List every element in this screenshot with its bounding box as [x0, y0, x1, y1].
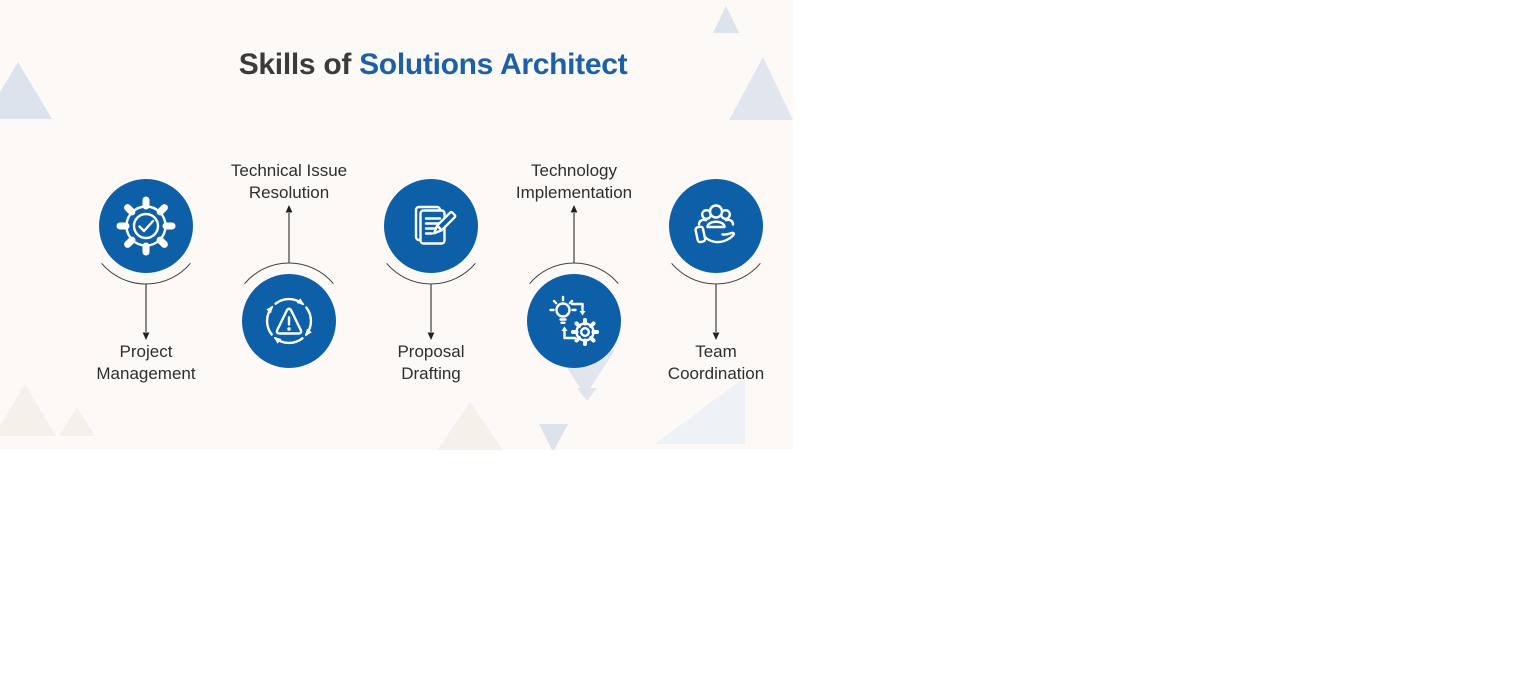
label-line: Team — [695, 342, 737, 361]
arc-project-management — [101, 262, 191, 285]
technical-issue-resolution-circle — [242, 274, 336, 368]
alert-cycle-icon — [265, 297, 313, 345]
document-pencil-icon — [414, 205, 457, 245]
proposal-drafting-circle — [384, 179, 478, 273]
team-coordination-circle — [669, 179, 763, 273]
project-management-circle — [99, 179, 193, 273]
arrowhead-down-icon — [142, 332, 150, 340]
label-line: Implementation — [515, 183, 633, 202]
team-hand-icon — [694, 204, 736, 244]
label-line: Resolution — [248, 183, 330, 202]
decor-triangle — [0, 62, 52, 119]
page-title: Skills of Solutions Architect — [239, 48, 628, 82]
infographic-panel: Skills of Solutions Architect Project Ma… — [0, 0, 793, 450]
decor-triangle — [713, 6, 739, 33]
arc-technology-implementation — [529, 262, 619, 285]
label-line: Project — [119, 342, 173, 361]
gear-check-icon — [116, 196, 176, 256]
title-highlight: Solutions Architect — [359, 48, 628, 81]
skill-label-team-coordination: Team Coordination — [636, 341, 793, 385]
technology-implementation-circle — [527, 274, 621, 368]
decor-triangle — [0, 384, 56, 436]
skill-label-proposal-drafting: Proposal Drafting — [351, 341, 511, 385]
label-line: Drafting — [401, 364, 461, 383]
decor-triangle — [729, 57, 793, 120]
bulb-gear-icon — [549, 295, 599, 346]
arrowhead-up-icon — [570, 205, 578, 213]
arc-team-coordination — [671, 262, 761, 285]
label-line: Coordination — [667, 364, 765, 383]
label-line: Proposal — [397, 342, 465, 361]
label-line: Technical Issue — [230, 161, 348, 180]
label-line: Management — [96, 364, 196, 383]
skill-label-project-management: Project Management — [66, 341, 226, 385]
skill-label-technology-implementation: Technology Implementation — [494, 160, 654, 204]
skill-label-technical-issue-resolution: Technical Issue Resolution — [209, 160, 369, 204]
label-line: Technology — [530, 161, 617, 180]
decor-triangle — [577, 388, 597, 401]
title-prefix: Skills of — [238, 48, 352, 81]
decor-triangle — [539, 424, 568, 450]
decor-triangle — [655, 377, 745, 444]
arc-technical-issue-resolution — [244, 262, 334, 285]
arrowhead-down-icon — [712, 332, 720, 340]
decor-triangle — [437, 402, 503, 450]
background-decor-layer — [0, 6, 793, 450]
arrowhead-down-icon — [427, 332, 435, 340]
decor-triangle — [59, 407, 95, 436]
arc-proposal-drafting — [386, 262, 476, 285]
arrowhead-up-icon — [285, 205, 293, 213]
